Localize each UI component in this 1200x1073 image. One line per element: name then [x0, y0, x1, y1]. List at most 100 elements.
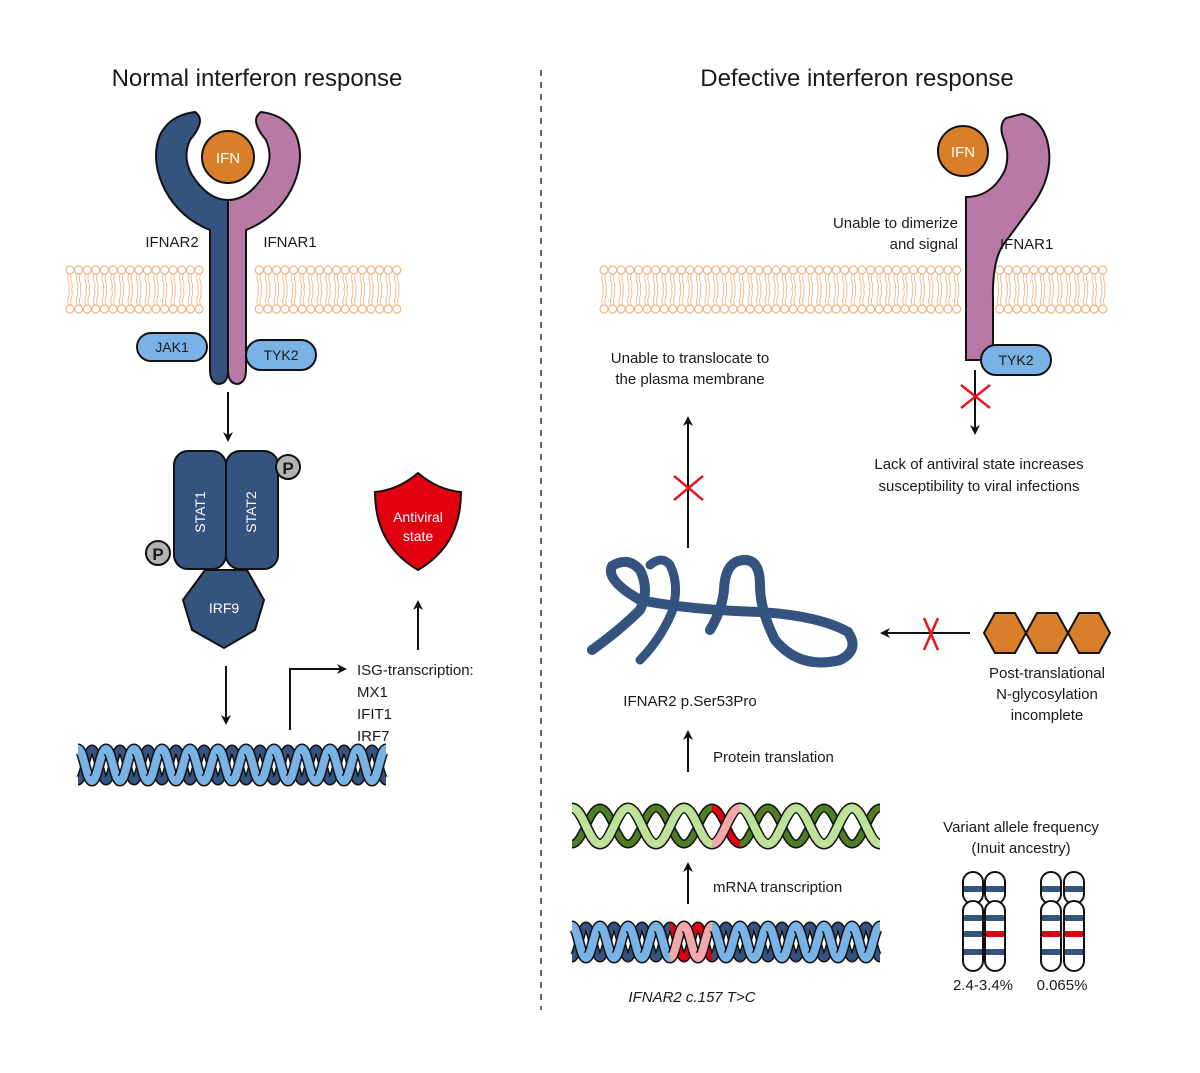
- lipid-top: [1020, 265, 1031, 291]
- lipid-bottom: [659, 288, 669, 314]
- stat1-label: STAT1: [192, 491, 208, 533]
- ifn-ligand-unbound: [937, 125, 989, 177]
- lipid-bottom: [728, 288, 738, 314]
- helix-strand-b: [173, 745, 193, 785]
- lipid-bottom: [719, 288, 730, 314]
- lipid-bottom: [168, 288, 178, 314]
- helix-strand-b: [75, 745, 95, 785]
- lipid-bottom: [625, 288, 635, 314]
- helix-strand-b: [723, 922, 743, 962]
- tyk2-kinase: [245, 339, 317, 371]
- lipid-bottom: [357, 288, 367, 314]
- lipid-bottom: [392, 288, 402, 314]
- helix-strand-b: [89, 745, 109, 785]
- helix-strand-b: [667, 922, 687, 962]
- lipid-top: [762, 265, 773, 291]
- helix-strand-b: [285, 745, 305, 785]
- helix-strand-b: [751, 922, 771, 962]
- lipid-top: [1098, 265, 1108, 291]
- helix-strand-b: [779, 922, 799, 962]
- lipid-top: [805, 265, 816, 291]
- antiviral-shield-icon: [373, 471, 463, 572]
- tyk2-kinase-right: [980, 344, 1052, 376]
- ifnar2-label: IFNAR2: [145, 234, 198, 251]
- chromosome-band: [964, 949, 982, 955]
- lipid-bottom: [323, 288, 333, 314]
- right-panel-title: Defective interferon response: [700, 65, 1014, 92]
- lipid-bottom: [822, 288, 833, 314]
- lipid-bottom: [668, 288, 678, 314]
- lipid-bottom: [289, 288, 299, 314]
- lipid-bottom: [116, 288, 127, 314]
- vaf-heading-line1: Variant allele frequency: [943, 819, 1099, 836]
- lipid-bottom: [1003, 288, 1013, 314]
- chromosome-band: [1042, 949, 1060, 955]
- lipid-top: [375, 265, 385, 291]
- lipid-bottom: [99, 288, 110, 314]
- lipid-bottom: [73, 288, 84, 314]
- lipid-top: [1072, 265, 1082, 291]
- lipid-bottom: [745, 288, 755, 314]
- lipid-bottom: [383, 288, 393, 314]
- isg-gene-irf7: IRF7: [357, 728, 390, 745]
- chromosome-band: [986, 949, 1004, 955]
- helix-strand-b: [695, 922, 715, 962]
- helix-strand-b: [117, 745, 137, 785]
- lipid-top: [994, 265, 1005, 291]
- lipid-top: [840, 265, 850, 291]
- lipid-top: [668, 265, 678, 291]
- lipid-bottom: [797, 288, 807, 314]
- lipid-bottom: [1080, 288, 1091, 314]
- lipid-top: [771, 265, 781, 291]
- lipid-bottom: [805, 288, 816, 314]
- helix-strand-b: [737, 922, 757, 962]
- dimerize-text-line1: Unable to dimerize: [833, 215, 958, 232]
- lipid-bottom: [779, 288, 790, 314]
- misfolded-ifnar2-protein: [587, 554, 858, 668]
- helix-strand-b: [766, 804, 798, 848]
- lipid-bottom: [151, 288, 161, 314]
- lipid-top: [323, 265, 333, 291]
- lipid-bottom: [848, 288, 859, 314]
- chromosome-variant-band: [986, 931, 1004, 937]
- lipid-bottom: [702, 288, 712, 314]
- lipid-top: [297, 265, 307, 291]
- lipid-top: [383, 265, 393, 291]
- glycan-hexagon: [1024, 612, 1070, 654]
- lipid-top: [874, 265, 884, 291]
- glycan-chain: [982, 612, 1112, 654]
- translocate-text-line2: the plasma membrane: [615, 371, 764, 388]
- lipid-top: [745, 265, 755, 291]
- helix-strand-b: [159, 745, 179, 785]
- helix-strand-b: [569, 922, 589, 962]
- chromosome-band: [1042, 886, 1060, 892]
- helix-strand-b: [639, 922, 659, 962]
- chromosome-band: [1065, 915, 1083, 921]
- lipid-bottom: [65, 288, 75, 314]
- lipid-bottom: [263, 288, 273, 314]
- lipid-top: [736, 265, 747, 291]
- lipid-bottom: [1046, 288, 1056, 314]
- lipid-bottom: [1012, 288, 1022, 314]
- lipid-bottom: [280, 288, 290, 314]
- arrow-dna-to-isg: [289, 664, 347, 730]
- lipid-bottom: [254, 288, 264, 314]
- helix-strand-b: [625, 922, 645, 962]
- lipid-top: [779, 265, 790, 291]
- helix-strand-b: [103, 745, 123, 785]
- transcription-label: mRNA transcription: [713, 879, 842, 896]
- ifn-label: IFN: [216, 150, 240, 167]
- lipid-top: [633, 265, 644, 291]
- lipid-bottom: [91, 288, 101, 314]
- chromosome-band: [964, 915, 982, 921]
- lipid-bottom: [108, 288, 118, 314]
- chromosome-variant-band: [1042, 931, 1060, 937]
- lipid-bottom: [1063, 288, 1074, 314]
- ifn-ligand: [201, 130, 255, 184]
- lipid-top: [1063, 265, 1074, 291]
- lipid-bottom: [865, 288, 876, 314]
- lipid-top: [160, 265, 170, 291]
- lipid-top: [1055, 265, 1065, 291]
- chromosome-band: [986, 886, 1004, 892]
- lipid-bottom: [814, 288, 824, 314]
